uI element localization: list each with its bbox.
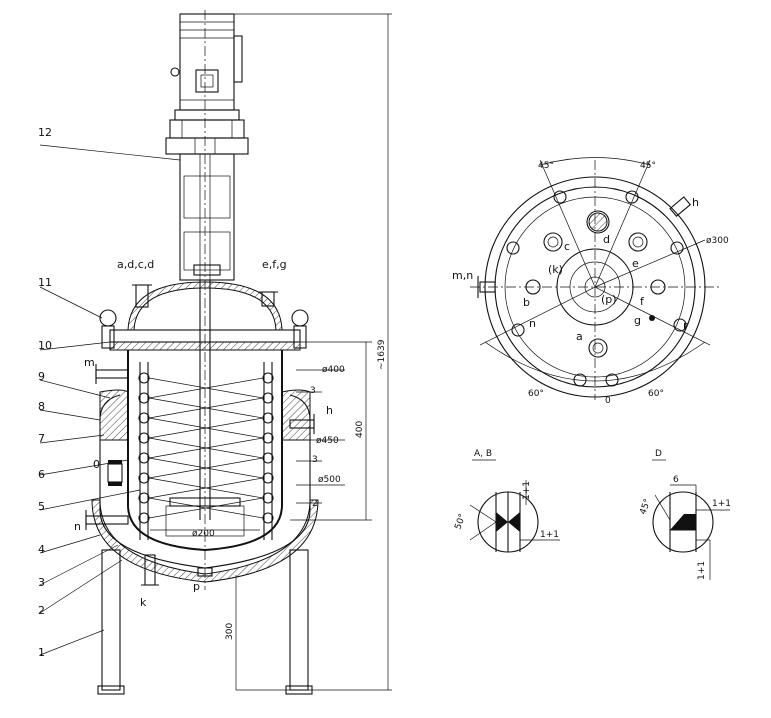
detail-d: D — [652, 449, 730, 580]
detail-ab-weld-bottom: 1+1 — [540, 530, 559, 540]
motor — [170, 13, 243, 111]
top-label-c: c — [564, 240, 570, 253]
nozzle-label-m: m — [84, 356, 95, 369]
dim-ref-2: 2 — [312, 499, 318, 509]
front-view — [39, 10, 392, 695]
nozzle-label-efg: e,f,g — [262, 258, 287, 271]
detail-ab-angle: 50° — [453, 513, 468, 531]
top-label-r: r — [683, 319, 688, 332]
detail-ab: A, B — [469, 449, 560, 553]
part-9: 9 — [38, 370, 45, 383]
detail-ab-title: A, B — [474, 449, 492, 459]
detail-d-weld-top: 1+1 — [712, 499, 731, 509]
reducer — [165, 109, 249, 155]
part-3: 3 — [38, 576, 45, 589]
top-label-mn: m,n — [452, 269, 473, 282]
dim-ref-3b: 3 — [312, 455, 318, 465]
dim-d450: ø450 — [316, 436, 339, 446]
part-12: 12 — [38, 126, 52, 139]
front-view-labels: a,d,c,d e,f,g m n h 0 k p ø400 3 ø450 3 … — [74, 258, 387, 640]
part-8: 8 — [38, 400, 45, 413]
nozzle-label-k: k — [140, 596, 147, 609]
dim-leg-height: 300 — [225, 623, 235, 640]
part-1: 1 — [38, 646, 45, 659]
detail-ab-weld-top: 1+1 — [522, 481, 532, 500]
part-2: 2 — [38, 604, 45, 617]
part-11: 11 — [38, 276, 52, 289]
nozzle-label-adcd: a,d,c,d — [117, 258, 154, 271]
part-4: 4 — [38, 543, 45, 556]
top-label-g: g — [634, 314, 641, 327]
detail-d-angle: 45° — [638, 498, 653, 516]
part-5: 5 — [38, 500, 45, 513]
top-label-p: (p) — [601, 293, 617, 306]
dim-d300: ø300 — [706, 236, 729, 246]
nozzle-label-n: n — [74, 520, 81, 533]
part-7: 7 — [38, 432, 45, 445]
nozzle-label-p: p — [193, 580, 200, 593]
top-label-d: d — [603, 233, 610, 246]
dim-d400: ø400 — [322, 365, 345, 375]
top-label-b: b — [523, 296, 530, 309]
nozzle-label-o: 0 — [93, 458, 100, 471]
angle-45-right: 45° — [640, 161, 656, 171]
dim-height-coil: 400 — [355, 421, 365, 438]
part-number-labels: 12 11 10 9 8 7 6 5 4 3 2 1 — [38, 126, 52, 659]
detail-ab-labels: 50° 1+1 1+1 — [453, 481, 559, 540]
top-label-k: (k) — [548, 263, 563, 276]
detail-d-dim: 6 — [673, 475, 679, 485]
top-label-a: a — [576, 330, 583, 343]
angle-60-left: 60° — [528, 389, 544, 399]
top-label-n: n — [529, 317, 536, 330]
angle-45-left: 45° — [538, 161, 554, 171]
top-label-f: f — [640, 295, 645, 308]
top-view-labels: 45° 45° 60° 60° 0 ø300 h m,n a b c d e f… — [452, 161, 729, 406]
angle-0: 0 — [605, 396, 611, 406]
angle-60-right: 60° — [648, 389, 664, 399]
dim-height-total: ~1639 — [377, 339, 387, 370]
detail-d-title: D — [655, 449, 662, 459]
top-label-h: h — [692, 196, 699, 209]
heating-coil — [138, 362, 274, 540]
part-10: 10 — [38, 339, 52, 352]
dim-d200: ø200 — [192, 529, 215, 539]
support-frame — [179, 153, 235, 281]
dim-d500: ø500 — [318, 475, 341, 485]
dim-ref-3a: 3 — [310, 386, 316, 396]
top-view — [470, 157, 720, 400]
detail-d-weld-vertical: 1+1 — [697, 561, 707, 580]
part-6: 6 — [38, 468, 45, 481]
nozzle-label-h: h — [326, 404, 333, 417]
top-label-e: e — [632, 257, 639, 270]
